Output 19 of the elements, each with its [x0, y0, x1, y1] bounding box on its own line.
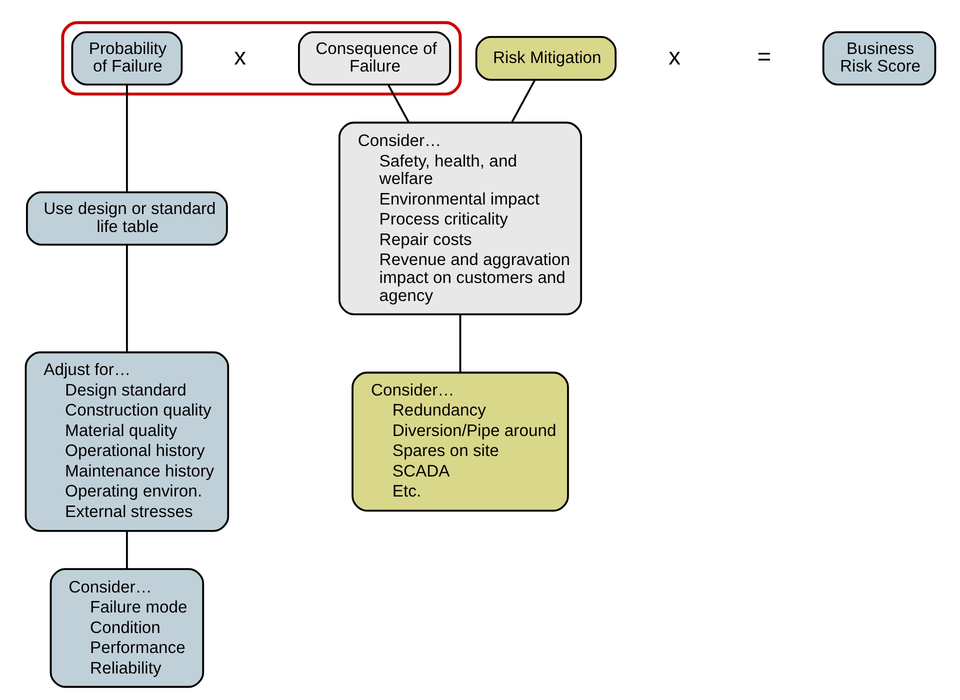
connector — [126, 84, 128, 192]
node-box: Risk Mitigation — [474, 36, 616, 81]
connector — [386, 84, 410, 123]
node-box: Consider… Safety, health, and welfare Environmental impact Process criticality Repair costs Revenue and aggravation impact on customers and agency — [338, 122, 582, 316]
cluster — [60, 21, 462, 96]
connector — [510, 79, 536, 123]
node-box: Adjust for… Design standard Construction quality Material quality Operational history Maintenance history Operating environ. External stresses — [24, 351, 229, 532]
node-box: Consider… Failure mode Condition Performance Reliability — [49, 568, 204, 688]
node-box: Business Risk Score — [822, 31, 936, 86]
connector — [126, 531, 128, 569]
node-box: Probability of Failure — [70, 31, 182, 86]
label: = — [756, 43, 771, 70]
node-box: Use design or standard life table — [26, 191, 228, 246]
node-box: Consider… Redundancy Diversion/Pipe around Spares on site SCADA Etc. — [351, 372, 568, 512]
label: x — [234, 43, 246, 70]
node-box: Consequence of Failure — [298, 31, 451, 86]
connector — [126, 244, 128, 352]
label: x — [668, 43, 680, 70]
connector — [458, 314, 461, 373]
